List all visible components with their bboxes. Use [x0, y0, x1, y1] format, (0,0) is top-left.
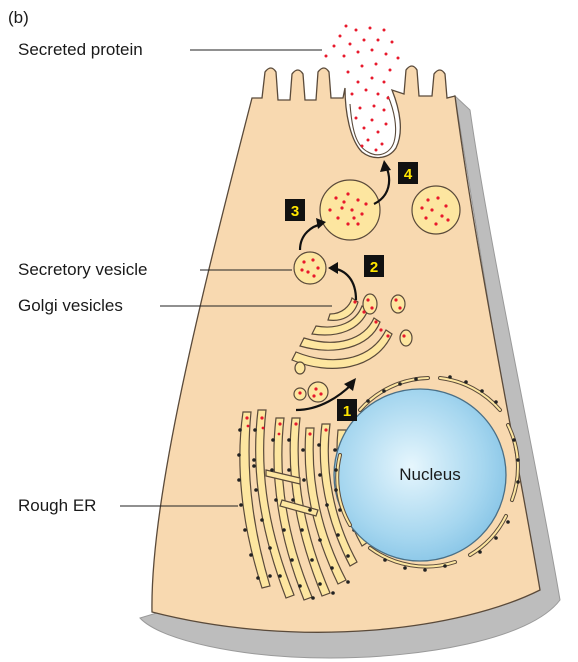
svg-text:3: 3 — [291, 203, 299, 220]
panel-label: (b) — [8, 8, 29, 28]
nucleus-label: Nucleus — [399, 465, 460, 484]
secreted-protein-label: Secreted protein — [18, 40, 143, 60]
step-4-box: 4 — [398, 162, 418, 184]
svg-text:4: 4 — [404, 166, 413, 183]
svg-text:2: 2 — [370, 259, 378, 276]
step-3-box: 3 — [285, 199, 305, 221]
secretory-vesicle — [294, 252, 326, 284]
svg-text:1: 1 — [343, 403, 351, 420]
step-2-box: 2 — [364, 255, 384, 277]
rough-er-label: Rough ER — [18, 496, 96, 516]
golgi-vesicles-label: Golgi vesicles — [18, 296, 123, 316]
secretory-vesicle-label: Secretory vesicle — [18, 260, 147, 280]
mature-vesicle — [412, 186, 460, 234]
step-1-box: 1 — [337, 399, 357, 421]
